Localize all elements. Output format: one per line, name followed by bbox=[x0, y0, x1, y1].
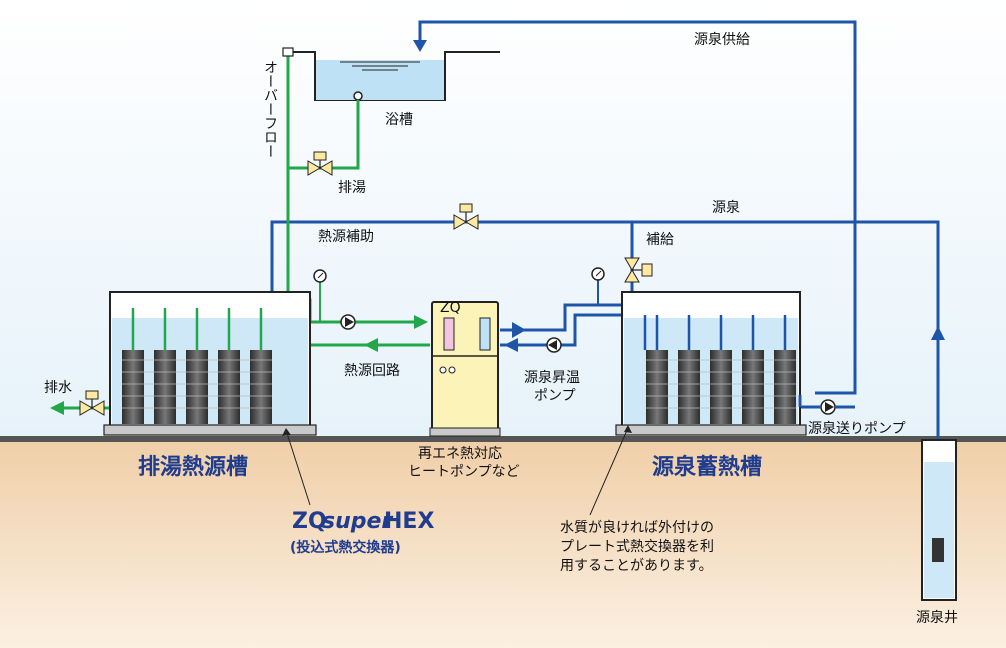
valve-heat-source-aux bbox=[453, 203, 479, 230]
svg-text:super: super bbox=[322, 509, 393, 534]
source-well-label: 源泉井 bbox=[916, 609, 958, 626]
arrow-heat-circuit-right bbox=[414, 315, 428, 329]
pump-heat-circuit bbox=[340, 314, 356, 330]
source-supply-label: 源泉供給 bbox=[694, 31, 750, 48]
coil-risers-left bbox=[131, 308, 263, 350]
source-well bbox=[921, 439, 957, 601]
tank-left bbox=[103, 291, 317, 436]
tank-right-title: 源泉蓄熱槽 bbox=[652, 454, 762, 480]
overflow-cap bbox=[282, 47, 294, 57]
heat-source-aux-label: 熱源補助 bbox=[318, 229, 374, 245]
arrow-source-up bbox=[931, 326, 945, 340]
drain-label: 排水 bbox=[44, 380, 72, 396]
replenish-label: 補給 bbox=[646, 232, 674, 248]
arrow-heat-circuit-left bbox=[364, 338, 378, 352]
heat-pump-label-1: 再エネ熱対応 bbox=[418, 446, 502, 462]
coils-right bbox=[646, 350, 796, 424]
pump-source-heating bbox=[546, 337, 562, 353]
svg-text:ZQ: ZQ bbox=[292, 509, 327, 534]
coil-texture-left bbox=[122, 359, 272, 409]
source-heat-pump-label-1: 源泉昇温 bbox=[524, 369, 580, 386]
bath-label: 浴槽 bbox=[385, 112, 413, 128]
brand-subtitle: (投込式熱交換器) bbox=[290, 539, 401, 556]
note-line-2: プレート式熱交換器を利 bbox=[560, 538, 714, 555]
arrow-to-hp-blue bbox=[512, 322, 526, 338]
overflow-label: オーバーフロー bbox=[262, 60, 278, 158]
arrow-from-hp-blue bbox=[504, 338, 518, 352]
pump-source-send bbox=[820, 399, 836, 415]
heat-pump-unit bbox=[429, 301, 501, 437]
brand-zqsuperhex: ZQ super HEX bbox=[292, 509, 434, 534]
pointer-note bbox=[589, 427, 629, 516]
pointer-note-arrow bbox=[624, 425, 632, 433]
gauge-left bbox=[313, 269, 327, 322]
gauge-right bbox=[591, 267, 605, 281]
coils-left bbox=[122, 350, 272, 424]
valve-replenish bbox=[624, 257, 653, 283]
valve-drain-bath bbox=[307, 151, 333, 176]
pointer-hex bbox=[285, 429, 311, 506]
svg-text:HEX: HEX bbox=[384, 509, 434, 534]
valve-drain-out bbox=[79, 390, 105, 416]
pointer-hex-arrow bbox=[282, 428, 291, 436]
bath-tub bbox=[290, 51, 500, 101]
heat-pump-logo: ZQ bbox=[440, 300, 461, 316]
ground bbox=[0, 440, 1006, 648]
coil-risers-right bbox=[643, 315, 787, 350]
arrow-drain-left bbox=[50, 401, 64, 415]
tank-left-title: 排湯熱源槽 bbox=[138, 454, 248, 480]
note-line-3: 用することがあります。 bbox=[560, 558, 713, 574]
heat-pump-label-2: ヒートポンプなど bbox=[408, 464, 520, 480]
source-label: 源泉 bbox=[712, 199, 740, 216]
source-heat-pump-label-2: ポンプ bbox=[534, 388, 576, 404]
coil-texture-right bbox=[646, 359, 796, 409]
source-send-pump-label: 源泉送りポンプ bbox=[808, 420, 906, 437]
ground-line bbox=[0, 436, 1006, 442]
drain-bath-label: 排湯 bbox=[338, 179, 366, 196]
arrow-source-supply bbox=[413, 40, 427, 52]
heat-circuit-label: 熱源回路 bbox=[344, 363, 400, 379]
note-line-1: 水質が良ければ外付けの bbox=[560, 520, 714, 536]
